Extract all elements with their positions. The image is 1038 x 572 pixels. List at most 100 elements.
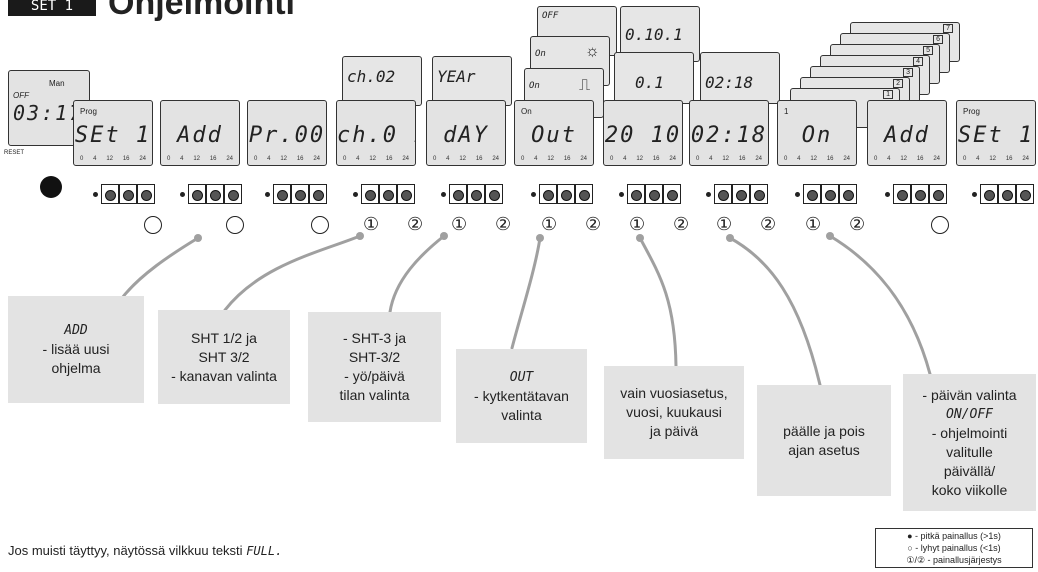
connector-time xyxy=(728,236,822,387)
button-knob-icon xyxy=(649,190,660,201)
button-knob-icon xyxy=(897,190,908,201)
prog-button[interactable] xyxy=(803,184,821,204)
man-label: Man xyxy=(49,79,65,88)
ok-button[interactable] xyxy=(1016,184,1034,204)
man-button[interactable] xyxy=(732,184,750,204)
button-cluster-7 xyxy=(619,184,681,206)
scale-tick: 0 xyxy=(610,156,614,162)
scale-tick: 24 xyxy=(402,156,409,162)
scale-tick: 12 xyxy=(636,156,643,162)
man-button[interactable] xyxy=(998,184,1016,204)
led-icon xyxy=(972,192,977,197)
scale-tick: 16 xyxy=(209,156,217,162)
prog-button[interactable] xyxy=(101,184,119,204)
display-value: dAY xyxy=(443,123,489,148)
connector-channel xyxy=(223,234,362,312)
short-press-icon xyxy=(144,216,162,234)
prog-button[interactable] xyxy=(273,184,291,204)
button-cluster-3 xyxy=(265,184,327,206)
button-cluster-11 xyxy=(972,184,1034,206)
ok-button[interactable] xyxy=(224,184,242,204)
scale-tick: 4 xyxy=(887,156,891,162)
man-button[interactable] xyxy=(119,184,137,204)
ok-button[interactable] xyxy=(839,184,857,204)
button-knob-icon xyxy=(1002,190,1013,201)
step-marker-one: ① xyxy=(363,214,380,234)
scale-tick: 16 xyxy=(475,156,483,162)
prog-button[interactable] xyxy=(714,184,732,204)
initial-display: Man OFF 03:17 xyxy=(8,70,90,146)
button-knob-icon xyxy=(561,190,572,201)
scale-tick: 12 xyxy=(810,156,817,162)
led-icon xyxy=(619,192,624,197)
man-button[interactable] xyxy=(821,184,839,204)
button-knob-icon xyxy=(295,190,306,201)
ok-button[interactable] xyxy=(485,184,503,204)
man-button[interactable] xyxy=(206,184,224,204)
scale-tick: 12 xyxy=(369,156,376,162)
button-knob-icon xyxy=(825,190,836,201)
man-button[interactable] xyxy=(467,184,485,204)
ok-button[interactable] xyxy=(575,184,593,204)
scale-tick: 4 xyxy=(93,156,97,162)
reset-label: RESET xyxy=(4,150,25,156)
button-knob-icon xyxy=(631,190,642,201)
prog-button[interactable] xyxy=(980,184,998,204)
ok-button[interactable] xyxy=(137,184,155,204)
legend-long-press: ● - pitkä painallus (>1s) xyxy=(907,531,1001,541)
scale-tick: 4 xyxy=(446,156,450,162)
scale-tick: 24 xyxy=(226,156,233,162)
prog-button[interactable] xyxy=(449,184,467,204)
display-sub-label: 1 xyxy=(784,107,789,116)
button-knob-icon xyxy=(984,190,995,201)
scale-tick: 24 xyxy=(933,156,940,162)
display-sub-label: On xyxy=(521,107,532,116)
prog-button[interactable] xyxy=(893,184,911,204)
connector-year xyxy=(638,236,678,368)
ok-button[interactable] xyxy=(750,184,768,204)
ok-button[interactable] xyxy=(397,184,415,204)
man-button[interactable] xyxy=(291,184,309,204)
ok-button[interactable] xyxy=(929,184,947,204)
man-button[interactable] xyxy=(645,184,663,204)
stack-display-day: 0.1 xyxy=(614,52,694,104)
button-knob-icon xyxy=(736,190,747,201)
man-button[interactable] xyxy=(557,184,575,204)
stack-display-ch02: ch.02 xyxy=(342,56,422,106)
weekday-number: 1 xyxy=(883,90,893,99)
legend: ● - pitkä painallus (>1s) ○ - lyhyt pain… xyxy=(875,528,1033,568)
button-knob-icon xyxy=(471,190,482,201)
led-icon xyxy=(93,192,98,197)
scale-tick: 0 xyxy=(433,156,437,162)
scale-tick: 0 xyxy=(784,156,788,162)
button-knob-icon xyxy=(915,190,926,201)
display-value: ch.0 1 xyxy=(337,123,415,148)
scale-tick: 16 xyxy=(826,156,834,162)
prog-button[interactable] xyxy=(188,184,206,204)
ok-button[interactable] xyxy=(309,184,327,204)
prog-button[interactable] xyxy=(627,184,645,204)
man-button[interactable] xyxy=(911,184,929,204)
connector-on xyxy=(828,234,932,376)
button-knob-icon xyxy=(123,190,134,201)
led-icon xyxy=(441,192,446,197)
prog-button[interactable] xyxy=(361,184,379,204)
scale-tick: 0 xyxy=(874,156,878,162)
led-icon xyxy=(706,192,711,197)
prog-button[interactable] xyxy=(539,184,557,204)
ok-button[interactable] xyxy=(663,184,681,204)
step-marker-two: ② xyxy=(407,214,424,234)
man-button[interactable] xyxy=(379,184,397,204)
weekday-number: 3 xyxy=(903,68,913,77)
connector-dayout xyxy=(388,234,446,314)
display-value: Pr.00 xyxy=(248,123,326,148)
button-cluster-2 xyxy=(180,184,242,206)
